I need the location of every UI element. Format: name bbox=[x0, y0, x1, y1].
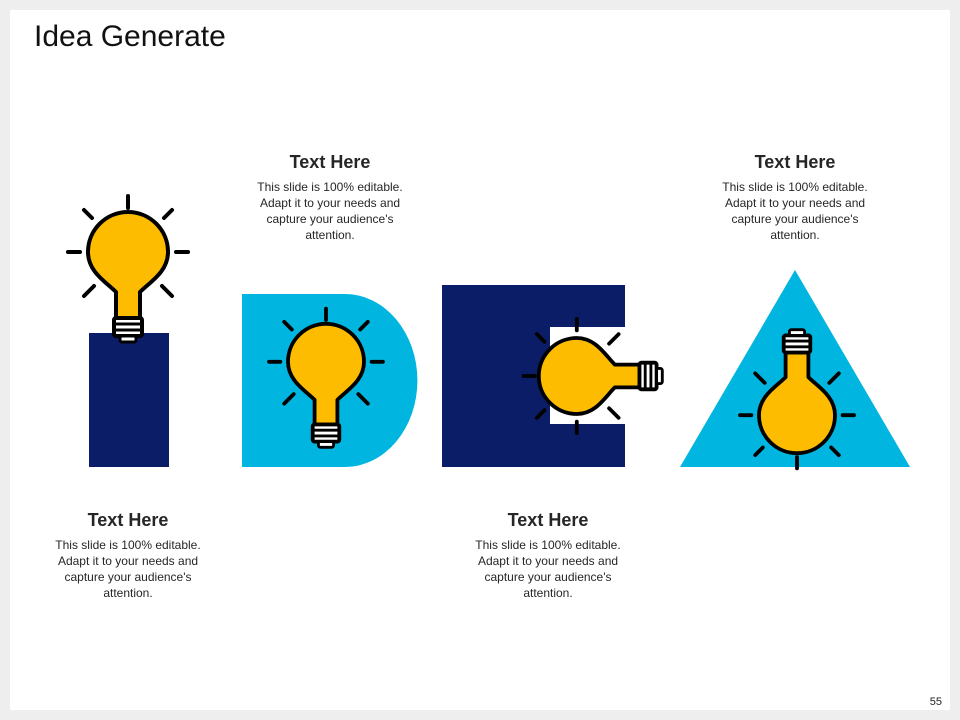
block-body: This slide is 100% editable. Adapt it to… bbox=[475, 538, 621, 600]
block-body: This slide is 100% editable. Adapt it to… bbox=[722, 180, 868, 242]
letter-i bbox=[89, 333, 169, 467]
page-title: Idea Generate bbox=[34, 20, 226, 53]
block-heading: Text Here bbox=[289, 152, 371, 172]
page-number: 55 bbox=[929, 696, 942, 708]
lightbulb-icon bbox=[66, 194, 190, 344]
text-block: Text Here This slide is 100% editable. A… bbox=[468, 510, 628, 601]
text-block: Text Here This slide is 100% editable. A… bbox=[715, 152, 875, 243]
block-body: This slide is 100% editable. Adapt it to… bbox=[257, 180, 403, 242]
block-body: This slide is 100% editable. Adapt it to… bbox=[55, 538, 201, 600]
block-heading: Text Here bbox=[87, 510, 169, 530]
block-heading: Text Here bbox=[754, 152, 836, 172]
block-heading: Text Here bbox=[507, 510, 589, 530]
text-block: Text Here This slide is 100% editable. A… bbox=[250, 152, 410, 243]
text-block: Text Here This slide is 100% editable. A… bbox=[48, 510, 208, 601]
